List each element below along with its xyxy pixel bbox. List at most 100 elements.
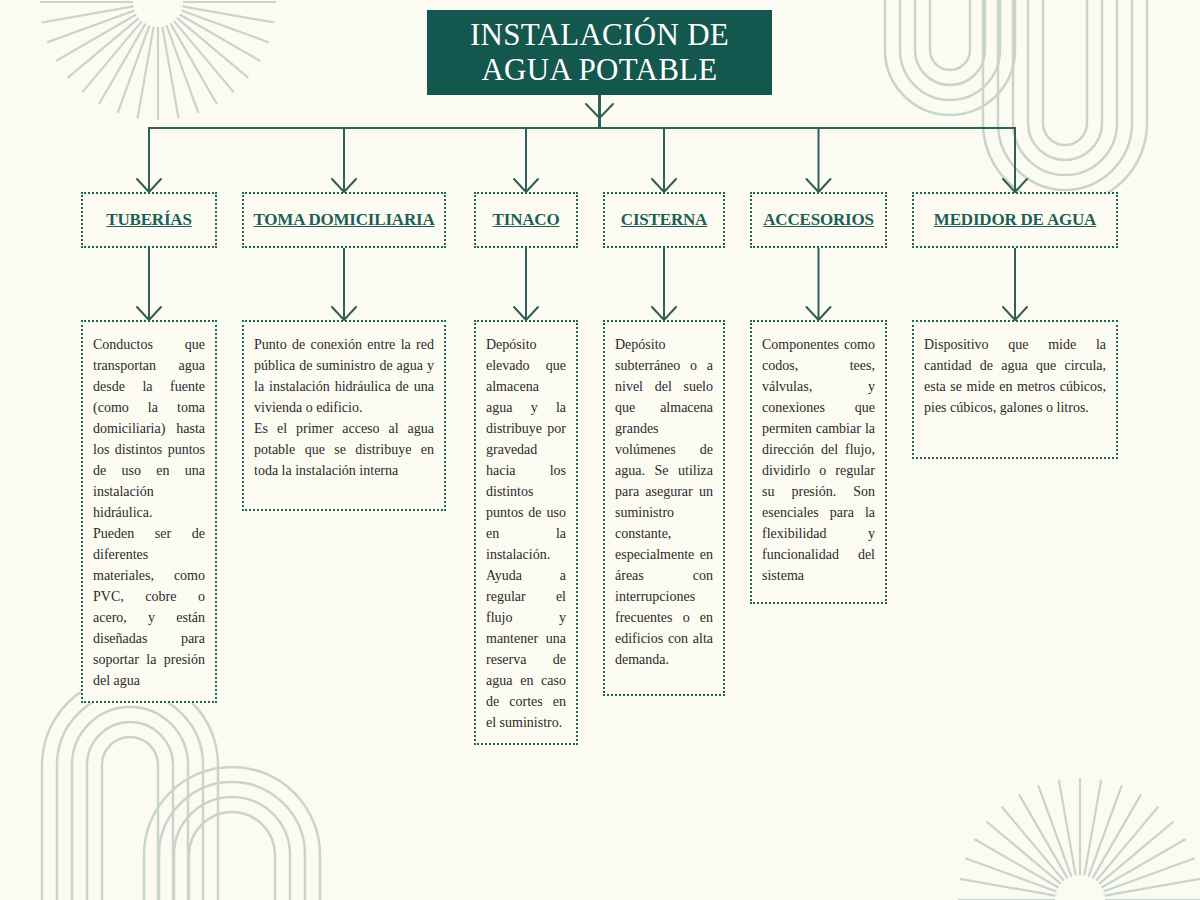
connector-line: [1014, 248, 1016, 320]
connector-line: [818, 248, 820, 320]
arch-line: [930, 0, 970, 70]
arch-line: [1043, 0, 1087, 145]
connector-line: [600, 95, 819, 192]
arrow-head: [514, 179, 538, 192]
connector-line: [343, 248, 345, 320]
description-text: Es el primer acceso al agua potable que …: [254, 418, 434, 481]
description-text: Conductos que transportan agua desde la …: [93, 334, 205, 523]
sun-ray: [1096, 807, 1158, 881]
arch-line: [1013, 0, 1117, 175]
category-heading: TUBERÍAS: [106, 210, 191, 230]
sun-ray: [171, 24, 218, 105]
sun-ray: [1102, 839, 1186, 888]
category-heading: CISTERNA: [621, 210, 707, 230]
description-box: Depósito elevado que almacena agua y la …: [474, 320, 578, 745]
description-box: Dispositivo que mide la cantidad de agua…: [912, 320, 1118, 459]
connector-arrow: [600, 95, 1028, 192]
arrow-head: [807, 307, 831, 320]
sun-ray: [167, 25, 199, 112]
sun-ray: [40, 2, 133, 3]
sun-ray: [158, 27, 159, 120]
category-heading: ACCESORIOS: [763, 210, 873, 230]
description-box: Conductos que transportan agua desde la …: [81, 320, 217, 703]
sun-ray: [162, 27, 178, 119]
connector-arrow: [137, 95, 600, 192]
sun-ray: [1080, 778, 1081, 875]
connector-line: [663, 248, 665, 320]
sun-ray: [1105, 879, 1200, 896]
sun-ray: [1089, 785, 1122, 876]
category-box: MEDIDOR DE AGUA: [912, 192, 1118, 248]
category-box: CISTERNA: [603, 192, 725, 248]
description-text: Depósito subterráneo o a nivel del suelo…: [615, 334, 713, 670]
category-box: TUBERÍAS: [81, 192, 217, 248]
arrow-head: [514, 307, 538, 320]
arrow-head: [1003, 179, 1027, 192]
category-box: ACCESORIOS: [750, 192, 887, 248]
description-box: Depósito subterráneo o a nivel del suelo…: [603, 320, 725, 696]
connector-arrow: [652, 248, 676, 320]
arch-line: [998, 0, 1132, 190]
description-text: Depósito elevado que almacena agua y la …: [486, 334, 566, 565]
category-box: TOMA DOMICILIARIA: [242, 192, 446, 248]
description-box: Componentes como codos, tees, válvulas, …: [750, 320, 887, 604]
connector-arrow: [514, 248, 538, 320]
arrow-head: [137, 179, 161, 192]
connector-line: [148, 248, 150, 320]
sun-ray: [47, 11, 134, 43]
connector-arrow: [514, 95, 600, 192]
arrow-head: [652, 179, 676, 192]
description-text: Ayuda a regular el flujo y mantener una …: [486, 565, 566, 733]
connector-arrow: [600, 95, 831, 192]
description-text: Punto de conexión entre la red pública d…: [254, 334, 434, 418]
connector-arrow: [137, 248, 161, 320]
arrow-head: [332, 307, 356, 320]
sun-ray: [42, 6, 134, 22]
sun-ray: [183, 6, 275, 22]
sun-ray: [965, 858, 1056, 891]
arrow-head: [807, 179, 831, 192]
connector-arrow: [807, 248, 831, 320]
arrow-head: [652, 307, 676, 320]
sun-ray: [1059, 780, 1076, 876]
arch-line: [72, 707, 188, 900]
arch-line: [1028, 0, 1102, 160]
sun-ray: [960, 879, 1056, 896]
arch-line: [900, 0, 1000, 100]
arrow-head: [332, 179, 356, 192]
arch-line: [159, 782, 305, 900]
sun-ray: [1103, 858, 1194, 891]
title-box: INSTALACIÓN DE AGUA POTABLE: [427, 10, 772, 95]
sun-ray: [1038, 785, 1071, 876]
description-text: Pueden ser de diferentes materiales, com…: [93, 523, 205, 691]
category-heading: MEDIDOR DE AGUA: [934, 210, 1096, 230]
sun-ray: [181, 11, 268, 43]
category-box: TINACO: [474, 192, 578, 248]
connector-arrow: [1003, 248, 1027, 320]
description-text: Dispositivo que mide la cantidad de agua…: [924, 334, 1106, 418]
connector-line: [600, 95, 1016, 192]
connector-line: [149, 95, 600, 192]
description-text: Componentes como codos, tees, válvulas, …: [762, 334, 875, 586]
sun-ray: [56, 15, 137, 62]
arch-line: [885, 0, 1015, 115]
arch-line: [57, 692, 203, 900]
sun-ray: [1084, 780, 1101, 876]
arch-group: [42, 677, 320, 900]
connector-line: [525, 248, 527, 320]
sun-ray: [1019, 794, 1068, 878]
arrow-head: [137, 307, 161, 320]
arch-line: [174, 797, 290, 900]
category-heading: TOMA DOMICILIARIA: [254, 210, 435, 230]
description-box: Punto de conexión entre la red pública d…: [242, 320, 446, 511]
arch-line: [42, 677, 218, 900]
sun-ray: [987, 822, 1061, 884]
arch-line: [144, 767, 320, 900]
sunburst: [40, 2, 276, 120]
connector-line: [344, 95, 600, 192]
connector-line: [526, 95, 600, 192]
arch-line: [102, 737, 158, 900]
connector-arrow: [332, 248, 356, 320]
sun-ray: [138, 27, 154, 119]
